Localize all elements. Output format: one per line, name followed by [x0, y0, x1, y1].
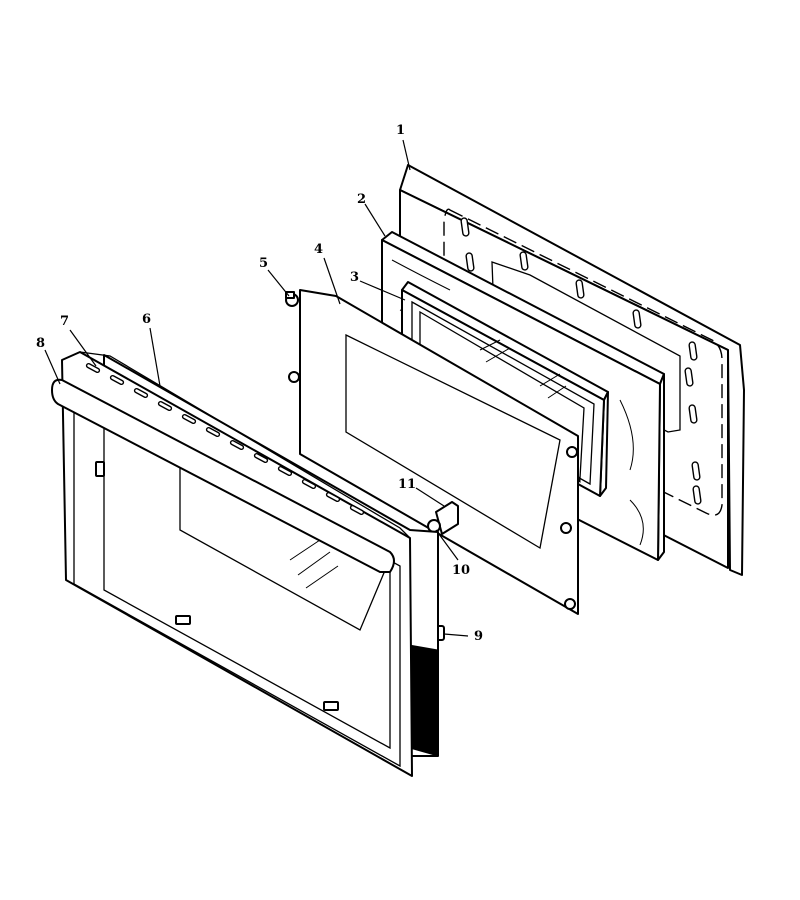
leader-9 — [443, 633, 469, 637]
liner-slot — [465, 252, 475, 272]
leader-2 — [364, 203, 386, 237]
screw — [288, 371, 300, 383]
callout-2: 2 — [357, 192, 366, 207]
liner-slot — [460, 217, 470, 237]
screw — [564, 598, 576, 610]
callouts: 1 2 3 4 5 6 7 8 9 10 11 — [36, 123, 483, 644]
part-10-screw — [427, 519, 441, 533]
callout-6: 6 — [142, 312, 151, 327]
leader-7 — [69, 329, 97, 367]
leader-6 — [149, 327, 161, 387]
liner-slot — [684, 367, 694, 387]
callout-10: 10 — [452, 563, 470, 578]
leader-8 — [44, 349, 61, 385]
leader-1 — [402, 139, 411, 171]
leader-11 — [415, 487, 445, 507]
liner-slot — [688, 341, 698, 361]
callout-5: 5 — [259, 256, 268, 271]
leader-5 — [267, 269, 290, 297]
callout-7: 7 — [60, 314, 69, 329]
callout-1: 1 — [396, 123, 405, 138]
part-11-bracket — [435, 501, 459, 535]
liner-slot — [632, 309, 642, 329]
part-7-outer-door — [51, 351, 413, 777]
part-4-door-frame — [299, 289, 579, 615]
leader-lines — [44, 139, 469, 637]
leader-10 — [435, 529, 459, 561]
door-vent-slots — [85, 362, 365, 516]
liner-slot — [692, 485, 702, 505]
liner-slot — [519, 251, 529, 271]
screw — [285, 291, 299, 307]
liner-slot — [688, 404, 698, 424]
door-foot — [175, 615, 191, 625]
screw — [566, 446, 578, 458]
leader-4 — [323, 257, 341, 305]
part-5-screws — [285, 291, 578, 610]
door-foot — [95, 461, 105, 477]
callout-3: 3 — [350, 270, 359, 285]
callout-11: 11 — [398, 477, 416, 492]
liner-slot — [575, 279, 585, 299]
door-foot — [323, 701, 339, 711]
screw — [560, 522, 572, 534]
leader-3 — [359, 280, 406, 301]
callout-4: 4 — [314, 242, 323, 257]
door-handle — [51, 378, 395, 573]
callout-8: 8 — [36, 336, 45, 351]
liner-slot — [691, 461, 701, 481]
callout-9: 9 — [474, 629, 483, 644]
